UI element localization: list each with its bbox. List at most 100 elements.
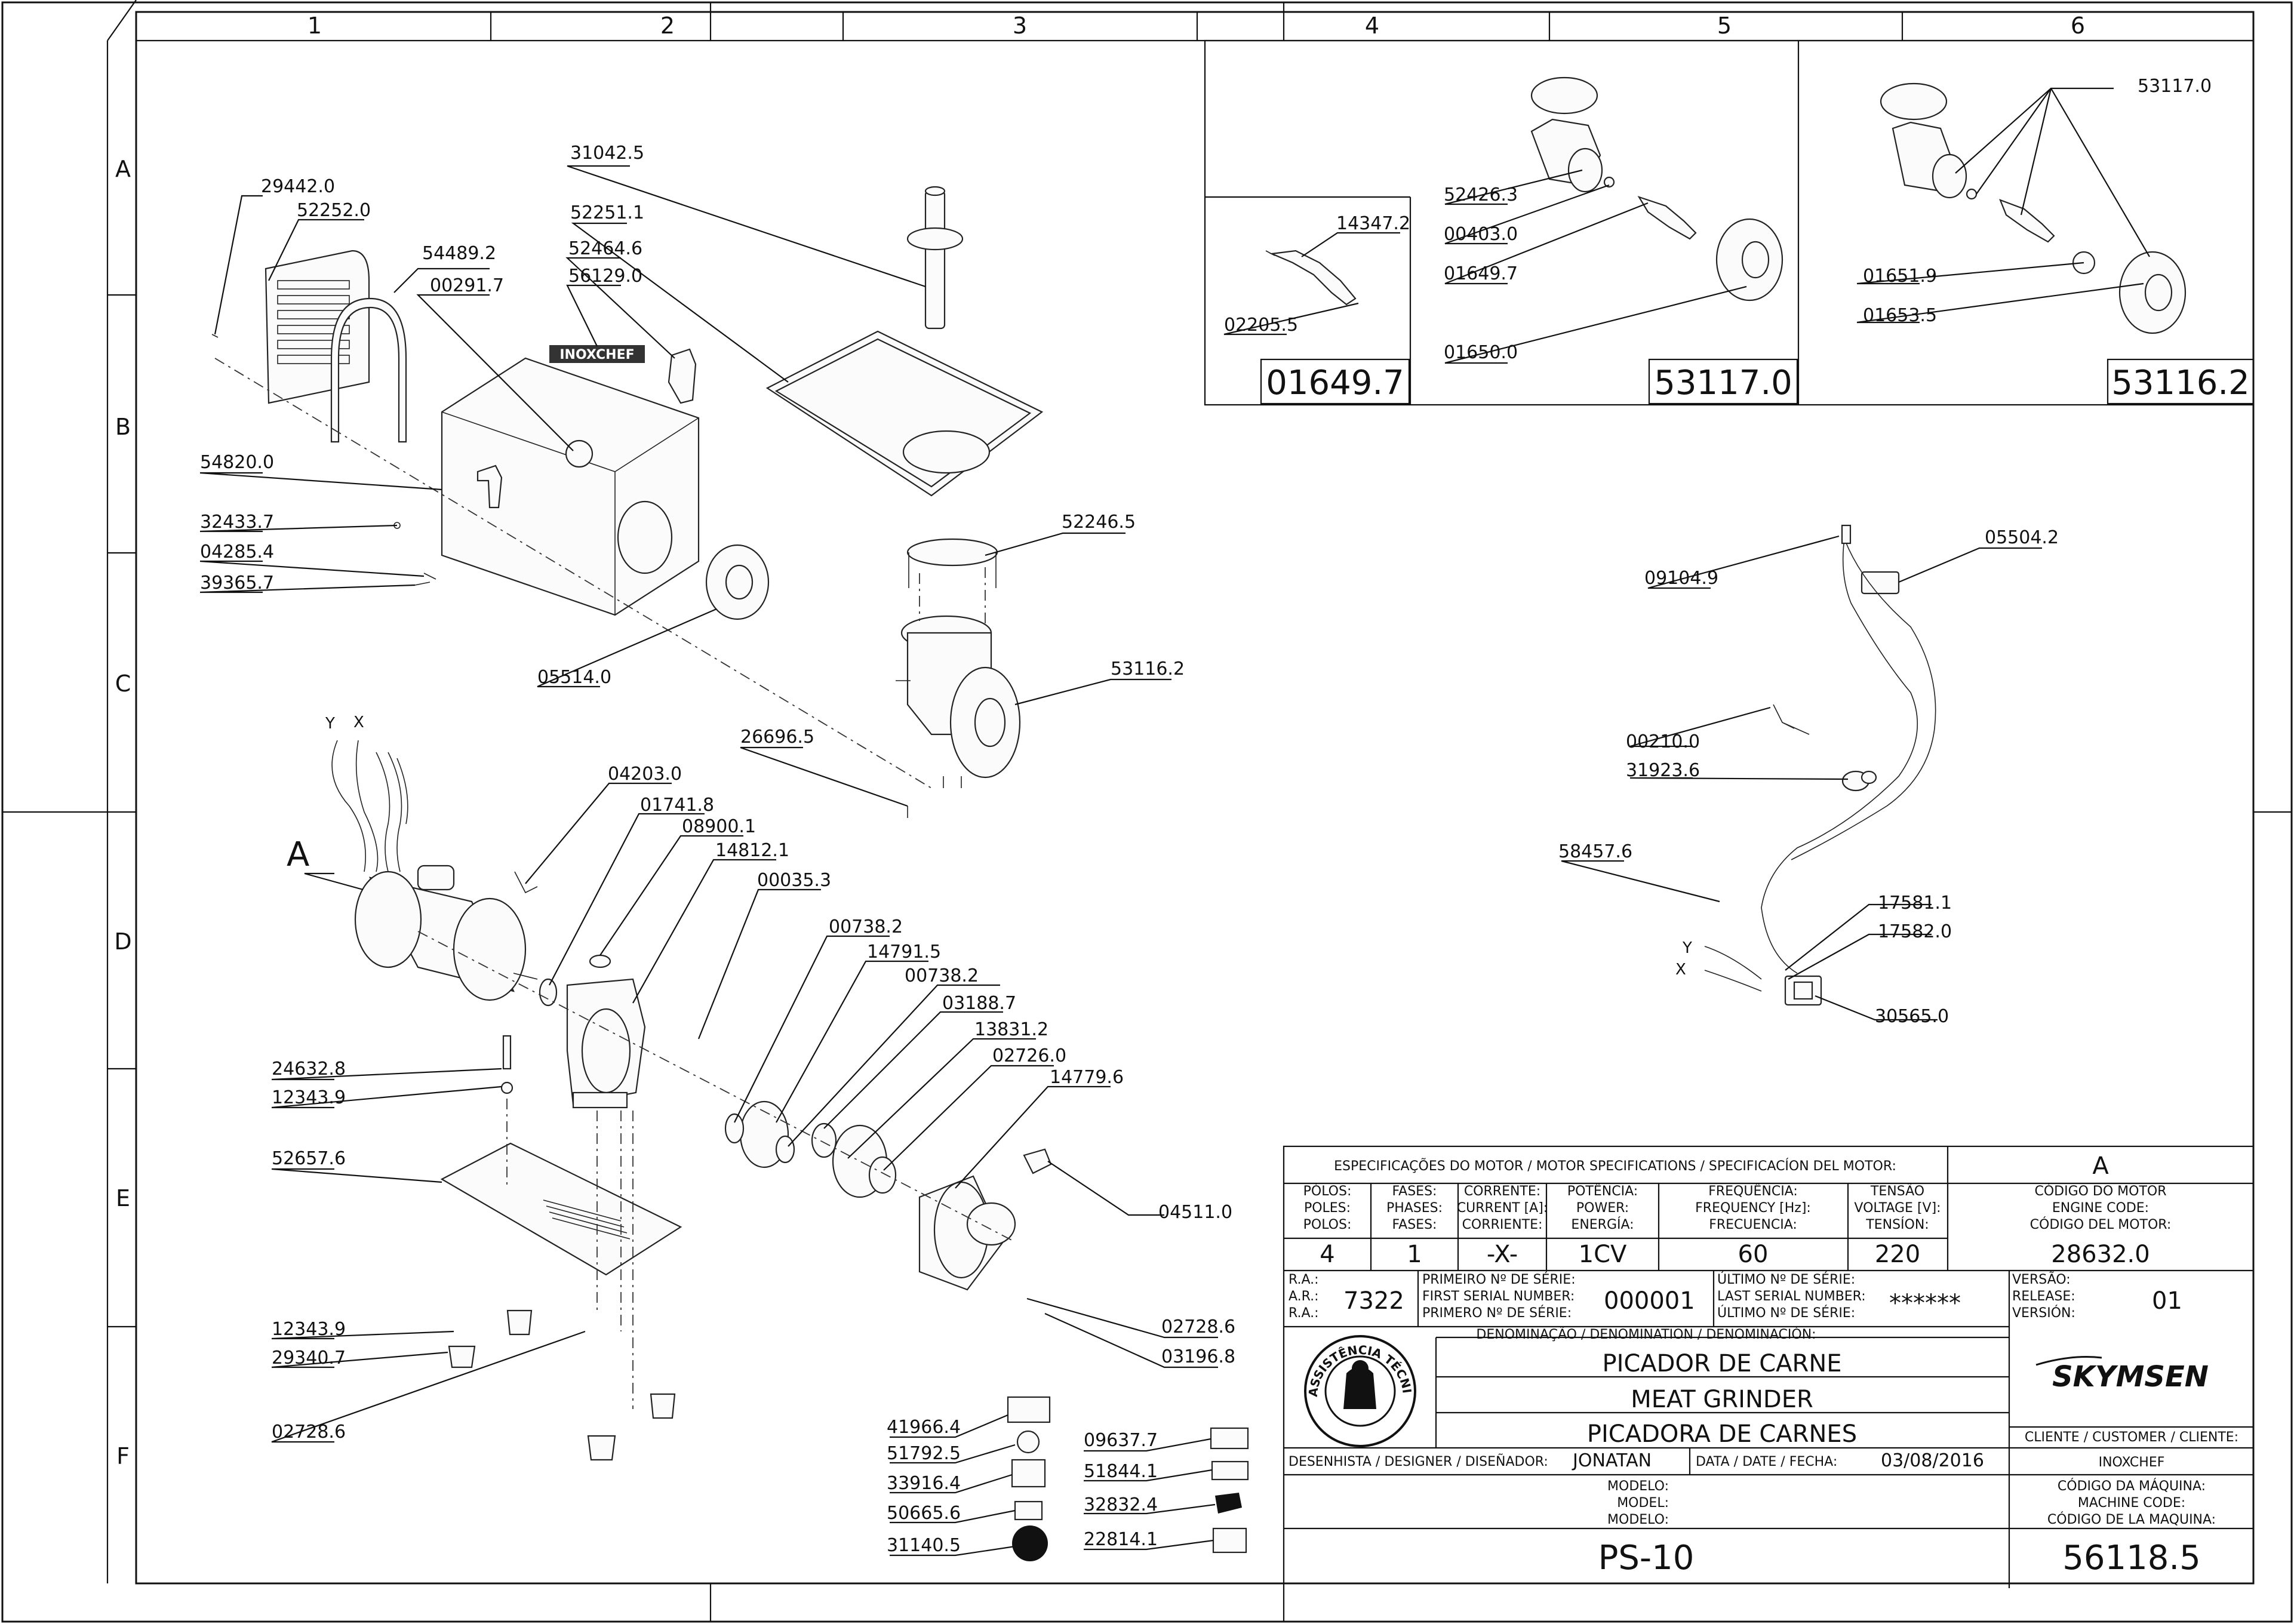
freq-value: 60: [1738, 1241, 1769, 1268]
callout-01650: 01650.0: [1444, 342, 1518, 363]
row-label-E: E: [116, 1185, 130, 1211]
first-serial-value: 000001: [1604, 1287, 1695, 1315]
panel-01649: [1265, 250, 1357, 306]
volt-label-pt: TENSÃO: [1870, 1183, 1924, 1199]
bearing-cap: [589, 954, 611, 968]
callout-04511: 04511.0: [1158, 1202, 1232, 1223]
ra-label-3: R.A.:: [1289, 1306, 1319, 1321]
vent-grille: [265, 250, 370, 404]
callout-labels: 29442.0 52252.0 54489.2 00291.7 31042.5 …: [200, 76, 2212, 1556]
callout-14812: 14812.1: [715, 840, 789, 861]
callout-26696: 26696.5: [740, 727, 814, 748]
callout-39365: 39365.7: [200, 573, 274, 593]
motor-letter: A: [2092, 1152, 2109, 1180]
motor-wires: [331, 740, 408, 872]
wire-label-Y: Y: [325, 715, 335, 733]
phases-label-es: FASES:: [1392, 1217, 1437, 1232]
callout-41966: 41966.4: [887, 1417, 961, 1438]
callout-32832: 32832.4: [1084, 1494, 1158, 1515]
callout-03196: 03196.8: [1161, 1346, 1235, 1367]
bolt: [500, 1035, 513, 1094]
pusher: [906, 186, 964, 330]
motor-code-label-en: ENGINE CODE:: [2052, 1201, 2149, 1216]
poles-value: 4: [1320, 1241, 1334, 1268]
version-label-en: RELEASE:: [2012, 1289, 2075, 1304]
first-serial-label-pt: PRIMEIRO Nº DE SÉRIE:: [1422, 1272, 1576, 1287]
freq-label-pt: FREQUÊNCIA:: [1708, 1183, 1798, 1199]
callout-31923: 31923.6: [1626, 760, 1700, 781]
phases-value: 1: [1407, 1241, 1422, 1268]
current-value: -X-: [1487, 1241, 1518, 1268]
base-plate: [440, 1142, 682, 1276]
callout-14347: 14347.2: [1336, 213, 1410, 234]
row-label-C: C: [115, 670, 131, 697]
variant-panels: [1204, 39, 2255, 406]
seal-text: ASSISTÊNCIA TÉCNICA AUTORIZADA: [0, 0, 1414, 1398]
callout-29340: 29340.7: [272, 1348, 346, 1368]
machine-code-label-pt: CÓDIGO DA MÁQUINA:: [2058, 1478, 2206, 1494]
col-label-3: 3: [1013, 13, 1027, 39]
callout-52252: 52252.0: [297, 200, 371, 221]
callout-12343-b: 12343.9: [272, 1319, 346, 1340]
client-value: INOXCHEF: [2099, 1455, 2165, 1470]
current-label-en: CURRENT [A]:: [1457, 1201, 1548, 1216]
poles-label-pt: PÓLOS:: [1303, 1183, 1352, 1199]
wire-label-X: X: [353, 713, 364, 731]
tray: [765, 330, 1044, 497]
callout-54820: 54820.0: [200, 452, 274, 473]
volt-value: 220: [1875, 1241, 1920, 1268]
gasket-ring: [705, 544, 770, 620]
callout-02205: 02205.5: [1224, 315, 1298, 336]
gears: [724, 1100, 897, 1198]
callout-32433: 32433.7: [200, 512, 274, 533]
callout-01653: 01653.5: [1863, 305, 1937, 326]
callout-12343-a: 12343.9: [272, 1087, 346, 1108]
callout-00403: 00403.0: [1444, 224, 1518, 245]
motor-code-label-es: CÓDIGO DEL MOTOR:: [2030, 1217, 2172, 1232]
machine-code-value: 56118.5: [2062, 1539, 2201, 1577]
product-name-es: PICADORA DE CARNES: [1587, 1420, 1857, 1448]
callout-00035: 00035.3: [757, 870, 831, 891]
callout-02726: 02726.0: [992, 1045, 1066, 1066]
row-label-A: A: [115, 156, 131, 182]
callout-02728-a: 02728.6: [272, 1422, 346, 1442]
callout-52657: 52657.6: [272, 1148, 346, 1169]
panel-code-53116: 53116.2: [2111, 364, 2250, 402]
motor-assembly: [331, 740, 1052, 1461]
skymsen-logo: SKYMSEN: [2035, 1356, 2209, 1394]
freq-label-en: FREQUENCY [Hz]:: [1695, 1201, 1811, 1216]
last-serial-value: ******: [1889, 1290, 1961, 1317]
callout-56129: 56129.0: [568, 266, 642, 287]
ra-value: 7322: [1343, 1287, 1404, 1315]
designer-label: DESENHISTA / DESIGNER / DISEÑADOR:: [1289, 1453, 1548, 1469]
model-label-pt: MODELO:: [1607, 1479, 1669, 1494]
wire-label-X2: X: [1675, 961, 1686, 979]
col-label-2: 2: [660, 13, 675, 39]
date-label: DATA / DATE / FECHA:: [1696, 1454, 1837, 1469]
panel-53116: [1880, 82, 2187, 334]
motor-letter-A: A: [287, 835, 309, 874]
volt-label-es: TENSÍON:: [1865, 1217, 1929, 1232]
callout-05504: 05504.2: [1985, 527, 2059, 548]
callout-09637: 09637.7: [1084, 1430, 1158, 1451]
callout-00738-a: 00738.2: [829, 916, 903, 937]
product-name-en: MEAT GRINDER: [1631, 1386, 1813, 1413]
motor-spec-header: ESPECIFICAÇÕES DO MOTOR / MOTOR SPECIFIC…: [1334, 1158, 1896, 1174]
first-serial-label-en: FIRST SERIAL NUMBER:: [1422, 1289, 1575, 1304]
last-serial-label-en: LAST SERIAL NUMBER:: [1717, 1289, 1866, 1304]
seal-small: [539, 978, 558, 1007]
current-label-pt: CORRENTE:: [1464, 1184, 1540, 1199]
callout-52464: 52464.6: [568, 238, 642, 259]
callout-24632: 24632.8: [272, 1059, 346, 1079]
volt-label-en: VOLTAGE [V]:: [1854, 1201, 1941, 1216]
callout-30565: 30565.0: [1875, 1006, 1949, 1027]
inoxchef-plate: INOXCHEF: [549, 345, 645, 363]
callout-58457: 58457.6: [1558, 841, 1632, 862]
denomination-header: DENOMINAÇÃO / DENOMINATION / DENOMINACIÓ…: [1476, 1326, 1816, 1342]
callout-52426: 52426.3: [1444, 184, 1518, 205]
col-label-6: 6: [2071, 13, 2085, 39]
label-stickers: [1007, 1396, 1249, 1561]
callout-01651: 01651.9: [1863, 266, 1937, 287]
date-value: 03/08/2016: [1881, 1450, 1984, 1471]
